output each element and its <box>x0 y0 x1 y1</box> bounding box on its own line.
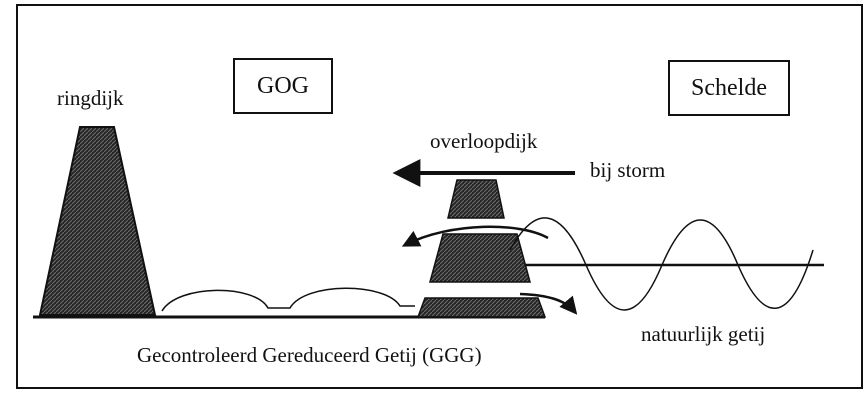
ringdijk-shape <box>38 126 157 316</box>
overloopdijk-middle <box>429 233 531 283</box>
schelde-box: Schelde <box>668 60 790 116</box>
outflow-arrow-icon <box>519 292 578 315</box>
natuurlijk-getij-label: natuurlijk getij <box>641 322 766 346</box>
gog-label: GOG <box>257 72 309 99</box>
reduced-tide-curve <box>161 287 415 312</box>
overloopdijk-top <box>447 179 505 219</box>
gog-box: GOG <box>233 58 333 114</box>
frame-border <box>16 4 863 389</box>
overflow-arrow-icon <box>401 225 549 247</box>
overloopdijk-base <box>416 297 547 318</box>
ringdijk-label: ringdijk <box>57 86 124 110</box>
bij-storm-label: bij storm <box>590 158 666 182</box>
schelde-label: Schelde <box>691 74 767 101</box>
ggg-label: Gecontroleerd Gereduceerd Getij (GGG) <box>137 343 482 367</box>
overloopdijk-label: overloopdijk <box>430 129 538 153</box>
